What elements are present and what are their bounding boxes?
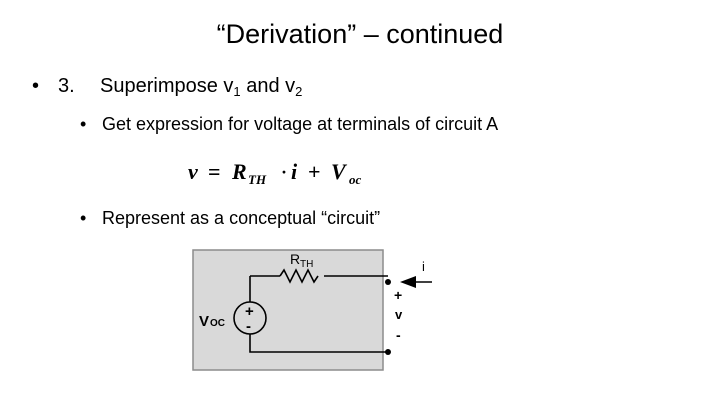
eq-v: v: [188, 159, 198, 184]
bullet-marker: •: [32, 75, 40, 97]
subscript-2: 2: [295, 84, 303, 99]
bullet-text: Represent as a conceptual “circuit”: [102, 208, 381, 228]
terminal-plus: +: [394, 287, 402, 303]
voc-sub: OC: [210, 318, 225, 329]
bullet-superimpose: • 3. Superimpose v1 and v2: [32, 70, 302, 108]
subscript-1: 1: [233, 84, 241, 99]
equation: v = R TH · i + V oc: [188, 159, 362, 187]
voltage-source: [233, 301, 267, 335]
terminal-v: v: [395, 307, 403, 322]
bullet-get-expression: • Get expression for voltage at terminals…: [80, 110, 498, 138]
current-label: i: [422, 259, 425, 274]
eq-voc: V: [331, 159, 348, 184]
eq-equals: =: [208, 159, 221, 184]
bullet-represent: • Represent as a conceptual “circuit”: [80, 204, 380, 232]
eq-voc-sub: oc: [349, 172, 362, 187]
eq-plus: +: [308, 159, 321, 184]
rth-label: R: [290, 251, 300, 267]
terminal-bottom: [385, 349, 391, 355]
eq-r-sub: TH: [248, 172, 267, 187]
resistor-rth: [279, 268, 319, 284]
source-minus: -: [246, 318, 251, 335]
wire-bottom: [249, 334, 388, 353]
eq-i: i: [291, 159, 298, 184]
bullet-text-mid: and v: [240, 75, 296, 97]
bullet-text: Get expression for voltage at terminals …: [102, 114, 499, 134]
terminal-minus: -: [396, 327, 401, 343]
rth-sub: TH: [300, 259, 313, 270]
voc-label: V: [199, 313, 209, 330]
eq-dot: ·: [281, 162, 287, 182]
terminal-top: [385, 279, 391, 285]
current-arrow-head: [400, 276, 416, 288]
circuit-box: [192, 249, 384, 371]
source-plus: +: [245, 303, 254, 320]
eq-r: R: [231, 159, 247, 184]
bullet-text: Superimpose v: [100, 75, 234, 97]
bullet-marker: •: [80, 114, 87, 134]
thevenin-circuit-diagram: R TH + - V OC i + v -: [192, 249, 432, 371]
bullet-marker: •: [80, 208, 87, 228]
slide-title: “Derivation” – continued: [216, 19, 504, 49]
step-number: 3.: [58, 75, 75, 97]
